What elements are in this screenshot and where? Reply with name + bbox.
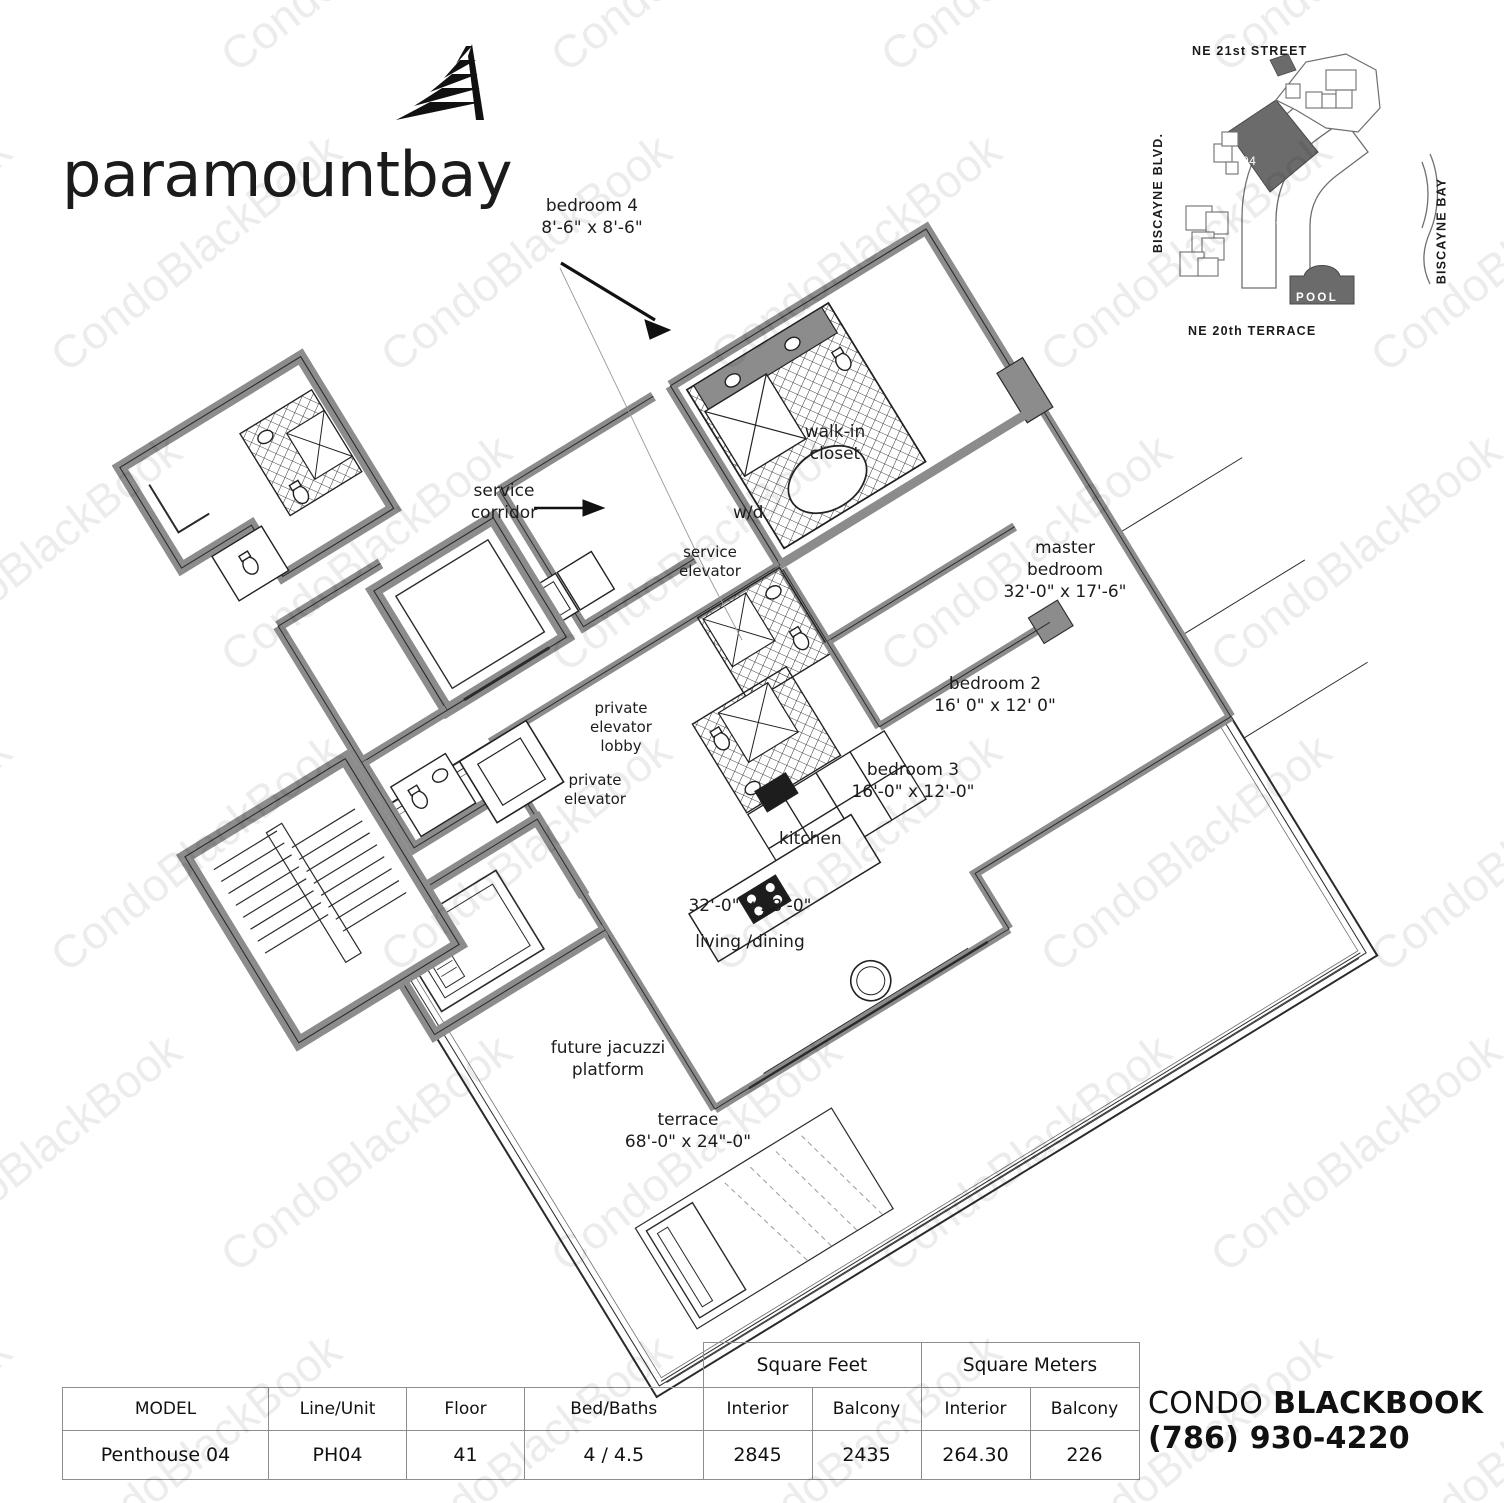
leader-lines <box>534 261 672 517</box>
keyplan-street-top: NE 21st STREET <box>1192 44 1308 58</box>
column-header-line-unit: Line/Unit <box>268 1387 407 1431</box>
cell-sm-interior: 264.30 <box>920 1430 1031 1480</box>
label-service-corridor-2: corridor <box>470 502 538 523</box>
cell-floor: 41 <box>406 1430 525 1480</box>
bedroom-3-bathroom <box>691 665 842 814</box>
label-wd: w/d <box>733 503 764 523</box>
column-header-model: MODEL <box>62 1387 269 1431</box>
cell-line-unit: PH04 <box>268 1430 407 1480</box>
cell-bed-baths: 4 / 4.5 <box>524 1430 704 1480</box>
column-header-sm-interior: Interior <box>920 1387 1031 1431</box>
cell-sm-balcony: 226 <box>1029 1430 1140 1480</box>
label-bedroom-2-dims: 16' 0" x 12' 0" <box>934 695 1056 716</box>
brand-name-second: BLACKBOOK <box>1273 1386 1484 1421</box>
label-jacuzzi-2: platform <box>571 1059 645 1080</box>
label-walkin-1: walk-in <box>804 422 866 442</box>
column-header-floor: Floor <box>406 1387 525 1431</box>
table-row: Penthouse 04 PH04 41 4 / 4.5 2845 2435 2… <box>62 1430 1140 1480</box>
column-header-bed-baths: Bed/Baths <box>524 1387 704 1431</box>
construction-line <box>559 267 743 641</box>
unit-spec-table: Square Feet Square Meters MODEL Line/Uni… <box>62 1342 1140 1480</box>
future-jacuzzi-platform <box>634 1107 894 1330</box>
paramount-bay-logo: paramountbay <box>62 40 513 211</box>
label-bedroom-3: bedroom 3 <box>866 760 960 780</box>
label-master-bedroom-2: bedroom <box>1026 559 1104 580</box>
label-master-bedroom-1: master <box>1035 538 1095 558</box>
service-corridor <box>273 558 520 856</box>
label-private-elevator-2: elevator <box>564 790 626 809</box>
group-header-square-meters: Square Meters <box>920 1342 1140 1388</box>
table-group-header-row: Square Feet Square Meters <box>63 1342 1140 1388</box>
label-bedroom-4: bedroom 4 <box>545 196 639 216</box>
keyplan-water-right: BISCAYNE BAY <box>1434 177 1449 285</box>
brand-name-first: CONDO <box>1148 1386 1274 1421</box>
terrace-railing <box>660 952 1361 1383</box>
label-jacuzzi-1: future jacuzzi <box>550 1038 666 1058</box>
bedroom-2 <box>777 401 1043 646</box>
column-header-sm-balcony: Balcony <box>1029 1387 1140 1431</box>
label-kitchen: kitchen <box>779 829 842 849</box>
keyplan-pool-label: POOL <box>1296 292 1339 304</box>
label-living-dining: living /dining <box>695 931 805 952</box>
key-plan-drawing <box>1179 53 1439 305</box>
column-header-sf-balcony: Balcony <box>811 1387 922 1431</box>
master-bathroom <box>685 301 927 550</box>
cell-model: Penthouse 04 <box>62 1430 269 1480</box>
keyplan-street-left: BISCAYNE BLVD. <box>1151 132 1166 254</box>
label-private-lobby-2: elevator <box>590 718 652 737</box>
label-walkin-2: closet <box>809 443 861 464</box>
bedroom-3 <box>823 599 1074 731</box>
condo-blackbook-branding: CONDO BLACKBOOK (786) 930-4220 <box>1148 1386 1483 1457</box>
kitchen <box>688 730 927 963</box>
sail-triangle-mark <box>396 44 484 120</box>
logo-wordmark: paramountbay <box>62 138 513 211</box>
keyplan-unit-label: 04 <box>1242 154 1257 168</box>
label-service-corridor-1: service <box>473 481 535 501</box>
label-master-bedroom-dims: 32'-0" x 17'-6" <box>1003 581 1127 602</box>
keyplan-street-bottom: NE 20th TERRACE <box>1188 324 1317 338</box>
key-plan: NE 21st STREET NE 20th TERRACE BISCAYNE … <box>1130 36 1490 346</box>
label-private-elevator-1: private <box>568 771 622 789</box>
bedroom-4 <box>111 348 402 602</box>
label-service-elevator-1: service <box>683 543 737 561</box>
group-header-square-feet: Square Feet <box>702 1342 922 1388</box>
service-elevator <box>364 508 576 720</box>
stairwell <box>176 749 469 1052</box>
living-dining <box>748 940 989 1090</box>
bedroom-2-bathroom <box>696 566 833 704</box>
label-bedroom-2: bedroom 2 <box>948 674 1042 694</box>
brand-name: CONDO BLACKBOOK <box>1148 1386 1483 1421</box>
label-private-lobby-3: lobby <box>600 737 642 756</box>
label-bedroom-3-dims: 16'-0" x 12'-0" <box>851 781 975 802</box>
cell-sf-interior: 2845 <box>702 1430 813 1480</box>
label-private-lobby-1: private <box>594 699 648 717</box>
table-column-header-row: MODEL Line/Unit Floor Bed/Baths Interior… <box>62 1387 1140 1431</box>
label-terrace: terrace <box>657 1110 719 1130</box>
label-living-dining-dims: 32'-0" x 28'-0" <box>688 896 812 916</box>
brand-phone: (786) 930-4220 <box>1148 1421 1410 1457</box>
label-terrace-dims: 68'-0" x 24"-0" <box>624 1131 752 1152</box>
cell-sf-balcony: 2435 <box>811 1430 922 1480</box>
label-bedroom-4-dims: 8'-6" x 8'-6" <box>541 217 643 238</box>
column-header-sf-interior: Interior <box>702 1387 813 1431</box>
service-bathrooms <box>389 719 565 838</box>
label-service-elevator-2: elevator <box>679 562 741 581</box>
